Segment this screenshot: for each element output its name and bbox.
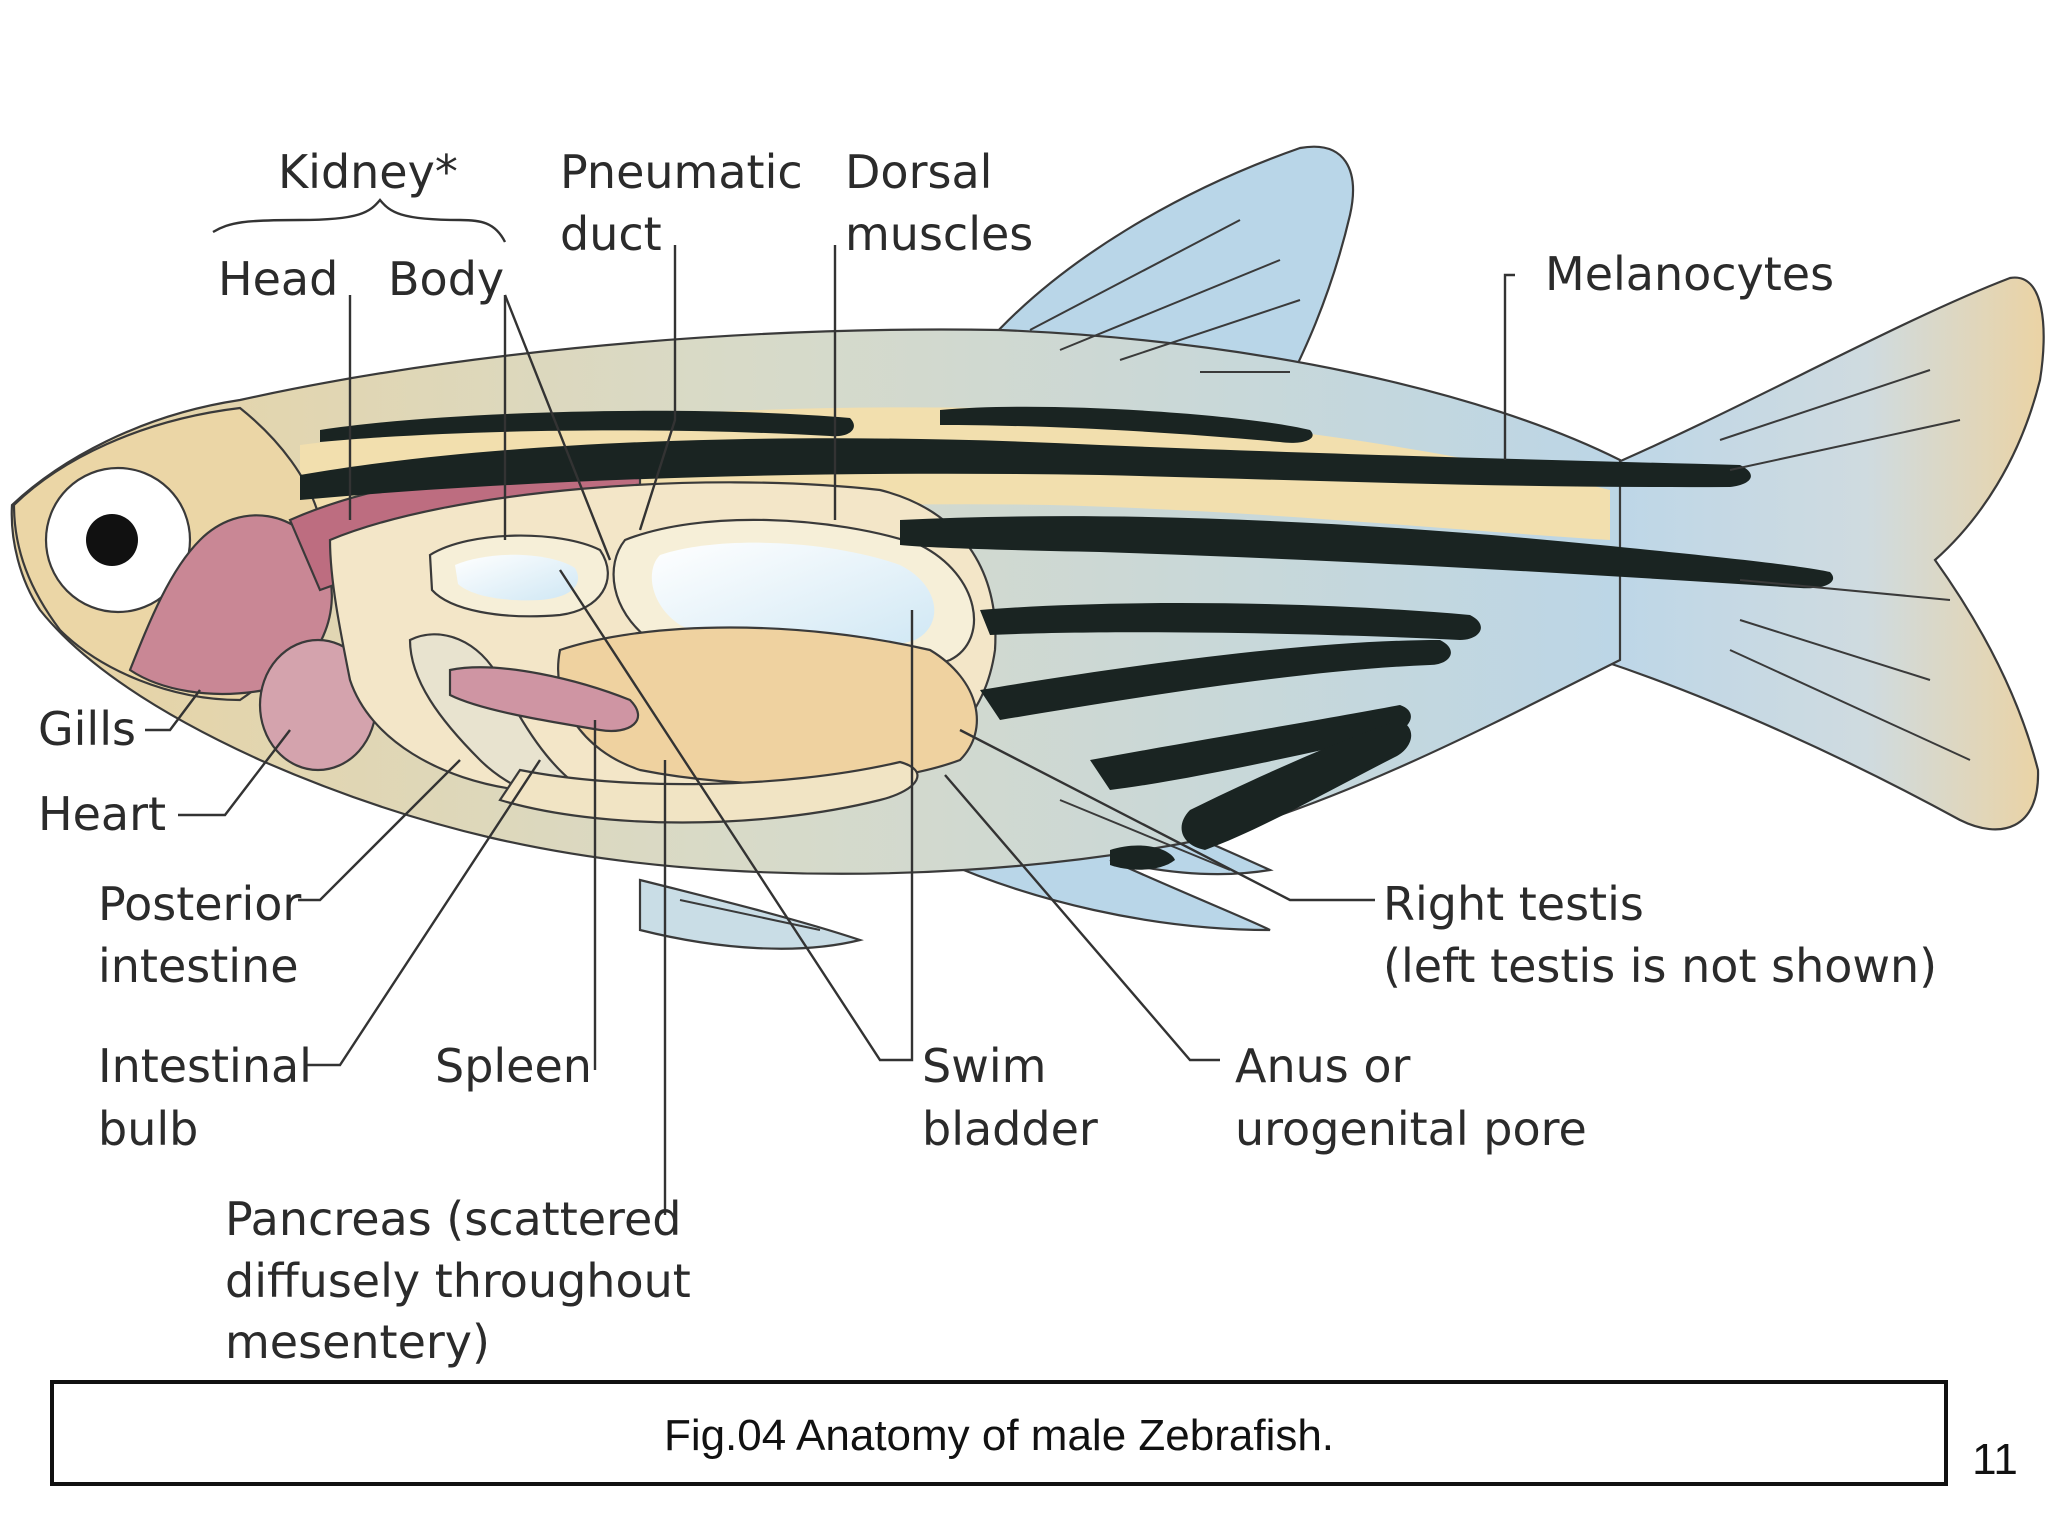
label-anus-1: Anus or — [1235, 1039, 1411, 1093]
label-kidney-body: Body — [388, 252, 504, 306]
swim-bladder-posterior-inner — [651, 542, 935, 651]
swim-bladder-anterior-inner — [455, 554, 579, 601]
stripes — [300, 406, 1834, 870]
label-pancreas-3: mesentery) — [225, 1315, 490, 1369]
label-right-testis-2: (left testis is not shown) — [1383, 939, 1937, 993]
label-intestinal-bulb-2: bulb — [98, 1102, 198, 1156]
page-number: 11 — [1972, 1435, 2018, 1484]
label-right-testis-1: Right testis — [1383, 877, 1644, 931]
label-dorsal-muscles-2: muscles — [845, 207, 1033, 261]
label-anus-2: urogenital pore — [1235, 1102, 1587, 1156]
label-intestinal-bulb-1: Intestinal — [98, 1039, 312, 1093]
label-melanocytes: Melanocytes — [1545, 247, 1834, 301]
label-gills: Gills — [38, 702, 136, 756]
testis-organ — [557, 626, 978, 785]
label-dorsal-muscles-1: Dorsal — [845, 145, 992, 199]
spleen-organ — [448, 666, 640, 733]
label-kidney-head: Head — [218, 252, 338, 306]
label-pancreas-2: diffusely throughout — [225, 1254, 691, 1308]
label-posterior-intestine-1: Posterior — [98, 877, 301, 931]
label-pneumatic-duct-1: Pneumatic — [560, 145, 803, 199]
caudal-fin — [1598, 276, 2045, 831]
label-kidney: Kidney* — [278, 145, 458, 199]
leader-lines — [145, 198, 1515, 1215]
label-pneumatic-duct-2: duct — [560, 207, 662, 261]
figure-caption: Fig.04 Anatomy of male Zebrafish. — [664, 1411, 1334, 1460]
label-pancreas-1: Pancreas (scattered — [225, 1192, 681, 1246]
label-spleen: Spleen — [435, 1039, 592, 1093]
label-heart: Heart — [38, 787, 166, 841]
eye-pupil — [86, 514, 138, 566]
fin-rays — [679, 219, 1971, 931]
label-swim-bladder-2: bladder — [922, 1102, 1098, 1156]
posterior-intestine-loop — [498, 760, 919, 824]
label-swim-bladder-1: Swim — [922, 1039, 1046, 1093]
label-posterior-intestine-2: intestine — [98, 939, 299, 993]
caption-box — [50, 1380, 1948, 1486]
